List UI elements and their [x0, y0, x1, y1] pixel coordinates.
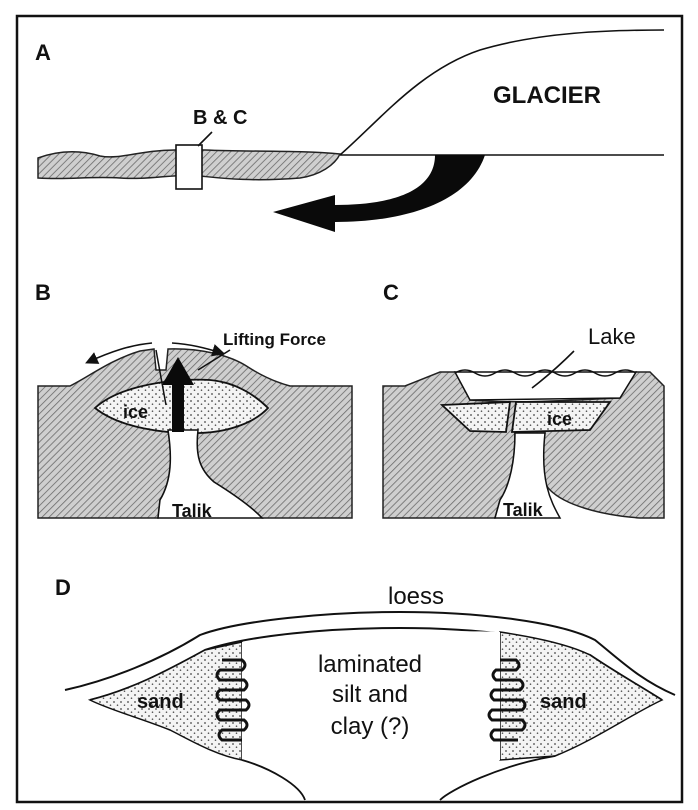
panel-d-letter: D: [55, 575, 71, 600]
core-label-line3: clay (?): [331, 713, 410, 740]
lifting-force-label: Lifting Force: [223, 330, 326, 349]
talik-label-c: Talik: [503, 500, 544, 520]
loess-label: loess: [388, 583, 444, 610]
b-c-location-box: [176, 145, 202, 189]
glacier-label: GLACIER: [493, 82, 601, 109]
lake-label: Lake: [588, 324, 636, 349]
ice-label-b: ice: [123, 402, 148, 422]
b-c-label: B & C: [193, 107, 247, 129]
sand-label-right: sand: [540, 691, 587, 713]
ice-label-c: ice: [547, 409, 572, 429]
core-label-line1: laminated: [318, 651, 422, 678]
core-label-line2: silt and: [332, 681, 408, 708]
panel-c-letter: C: [383, 280, 399, 305]
panel-b-letter: B: [35, 280, 51, 305]
talik-label-b: Talik: [172, 501, 213, 521]
sand-label-left: sand: [137, 691, 184, 713]
panel-a-letter: A: [35, 40, 51, 65]
